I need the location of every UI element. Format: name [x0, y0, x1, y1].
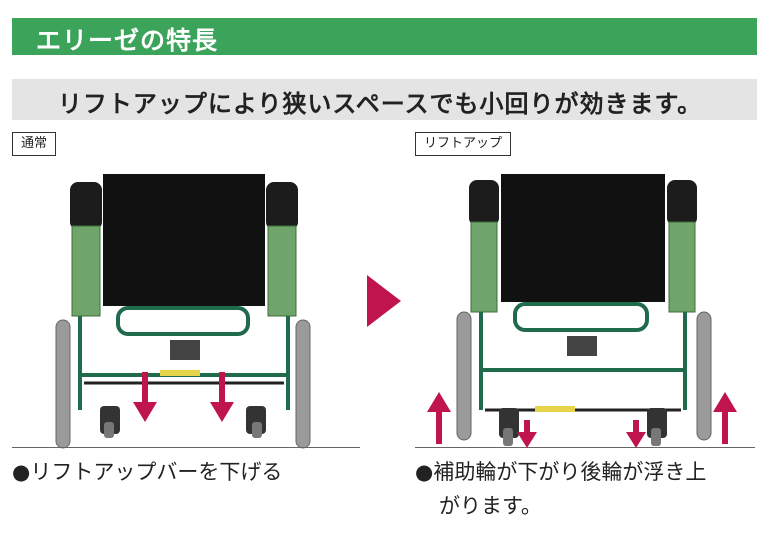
- ground-line-right: [415, 447, 755, 448]
- down-arrow-icon: [133, 372, 157, 422]
- header-bar: [12, 18, 757, 55]
- caption-bullet: ●: [415, 460, 434, 484]
- wheelchair-liftup-illustration: [456, 174, 712, 446]
- down-arrow-icon: [517, 420, 537, 448]
- caption-liftup-line1: 補助輪が下がり後輪が浮き上: [433, 460, 707, 484]
- caption-normal-text: リフトアップバーを下げる: [30, 460, 283, 484]
- wheelchair-normal-illustration: [55, 174, 311, 449]
- caption-bullet: ●: [12, 460, 31, 484]
- down-arrow-icon: [626, 420, 646, 448]
- caption-liftup: ●補助輪が下がり後輪が浮き上 がります。: [415, 455, 760, 523]
- header-title: エリーゼの特長: [36, 26, 219, 55]
- ground-line-left: [12, 447, 360, 448]
- down-arrow-icon: [210, 372, 234, 422]
- play-triangle-icon: [367, 275, 401, 327]
- subtitle-band: [12, 79, 757, 120]
- caption-liftup-line2: がります。: [439, 494, 542, 518]
- label-normal: 通常: [12, 132, 57, 156]
- up-arrow-icon: [427, 392, 451, 444]
- caption-normal: ●リフトアップバーを下げる: [12, 455, 282, 489]
- label-liftup: リフトアップ: [415, 132, 512, 156]
- up-arrow-icon: [713, 392, 737, 444]
- subtitle: リフトアップにより狭いスペースでも小回りが効きます。: [57, 90, 703, 118]
